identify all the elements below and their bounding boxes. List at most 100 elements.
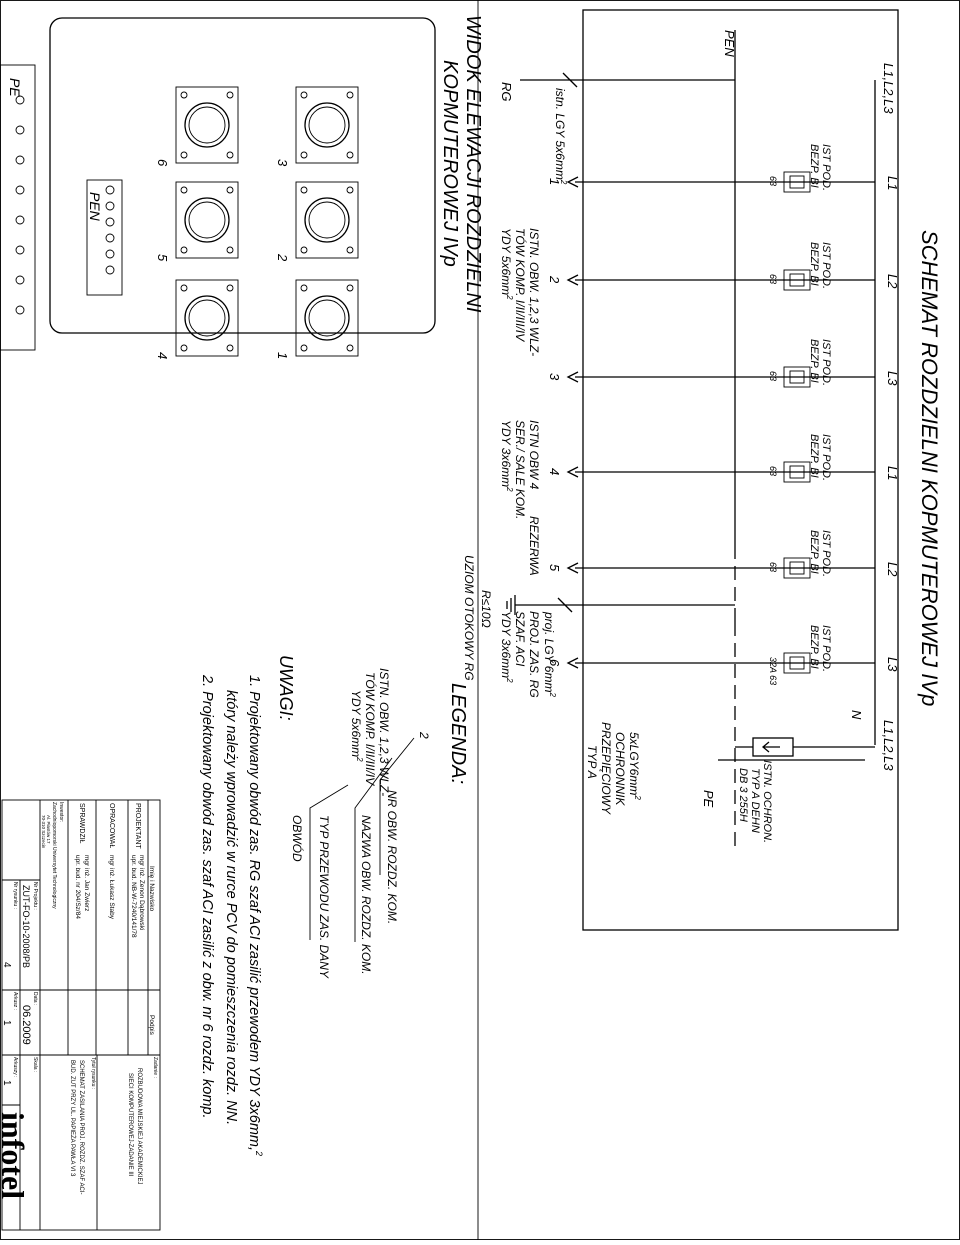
breaker-label-1: IST POD.: [820, 530, 832, 577]
tb-inwestor-addr-2: 70-310 Szczecin: [41, 815, 46, 849]
legend-typ-1: TYP PRZEWODU ZAS. DANY: [317, 815, 331, 979]
tb-project-no-label: Nr Projektu :: [32, 882, 38, 910]
pen-terminals: [105, 185, 115, 275]
rotated-drawing: SCHEMAT ROZDZIELNI KOPMUTEROWEJ IVp L1,L…: [0, 9, 942, 1231]
tb-opracowal-name: mgr inż. Łukasz Staby: [108, 855, 115, 920]
spd-label-1: 5xLGY6mm2: [627, 732, 642, 800]
breaker-label-1: IST POD.: [820, 625, 832, 672]
tb-sprawdzil-name-2: upr. bud. nr 204/Sz/84: [74, 855, 81, 919]
circuit-name-line: ISTN. OBW. 1,2,3 WLZ-: [527, 228, 541, 356]
pen-label: PEN: [722, 30, 737, 57]
tb-zadanie-label: Zadanie :: [152, 1057, 158, 1078]
circuit-number: 1: [547, 178, 562, 185]
socket-outlet-inner: [188, 201, 226, 239]
screw-icon: [300, 151, 308, 159]
terminal-icon: [15, 155, 25, 165]
fuse-element: [789, 175, 805, 189]
breaker-label-1: IST POD.: [820, 339, 832, 386]
breaker-symbol: [783, 652, 811, 674]
infotel-logo: infotel: [0, 1112, 31, 1199]
breaker-label-2: BEZP. BI: [808, 530, 820, 574]
circuit-name-line: ISTN OBW 4: [527, 420, 541, 490]
surge-label-1: ISTN. OCHRON.: [761, 760, 773, 843]
socket-number: 1: [275, 352, 290, 359]
tb-sprawdzil: SPRAWDZIŁ: [78, 803, 85, 844]
terminal-icon: [15, 275, 25, 285]
tb-sprawdzil-name-1: mgr inż. Jan Zwierz: [83, 855, 90, 911]
tb-skala-label: Skala :: [32, 1057, 38, 1072]
breaker-label-1: IST POD.: [820, 242, 832, 289]
circuit-phase: L1: [885, 466, 900, 480]
legend-nazwa: NAZWA OBW. ROZDZ. KOM.: [359, 815, 373, 975]
breaker-rating: 63: [768, 176, 778, 186]
socket-plate: [295, 279, 359, 357]
breaker-label-1: IST POD.: [820, 144, 832, 191]
socket-outlet: [304, 295, 350, 341]
breaker-label-2: BEZP. BI: [808, 242, 820, 286]
socket-outlet-inner: [308, 299, 346, 337]
circuit-name-line: SER./ SALE KOM.: [513, 420, 527, 519]
legend-example-1: ISTN. OBW. 1,2,3 WLZ-: [377, 668, 391, 796]
screw-icon: [346, 151, 354, 159]
tb-arkuszy: 1: [1, 1080, 12, 1086]
bus-n-label: N: [849, 710, 864, 720]
terminal-icon: [15, 305, 25, 315]
tb-projektant: PROJEKTANT: [134, 803, 141, 849]
tb-project-no: ZUT-FO-10-2008/PB: [21, 885, 31, 968]
pe-terminal-strip: [0, 64, 36, 351]
socket-outlet-inner: [308, 106, 346, 144]
socket-number: 5: [155, 254, 170, 262]
terminal-icon: [105, 265, 115, 275]
outgoing-arrow-icon: [566, 562, 579, 574]
legend-example-no: 2: [417, 731, 431, 739]
legend-leader-3: [309, 784, 349, 940]
tb-col-name: Imię i Nazwisko: [148, 866, 155, 912]
screw-icon: [226, 344, 234, 352]
circuit-name-line: YDY 3x6mm2: [499, 420, 514, 492]
circuit-name-line: REZERWA: [527, 516, 541, 576]
terminal-icon: [15, 185, 25, 195]
screw-icon: [300, 186, 308, 194]
circuit-phase: L3: [885, 657, 900, 672]
spd-label-3: PRZEPIĘCIOWY: [599, 722, 613, 815]
screw-icon: [346, 186, 354, 194]
tb-tytul-2: BUD. ZUT PRZY UL. PAPIEŻA PAWŁA VI 3: [69, 1060, 76, 1177]
circuit-phase: L2: [885, 562, 900, 577]
surge-label-3: DB 3 255H: [737, 768, 749, 822]
terminal-icon: [15, 245, 25, 255]
breaker-rating: 63: [768, 274, 778, 284]
breaker-label-2: BEZP. BI: [808, 339, 820, 383]
socket-outlet: [184, 295, 230, 341]
socket-number: 6: [155, 159, 170, 167]
bus-feed-right: L1,L2,L3: [881, 720, 896, 771]
circuit-number: 5: [547, 564, 562, 572]
elevation-title-1: WIDOK ELEWACJI ROZDZIELNI: [462, 15, 484, 313]
tb-arkusz-label: Arkusz :: [12, 992, 18, 1010]
socket-plate: [175, 279, 239, 357]
screw-icon: [226, 151, 234, 159]
legend-leader-2: [354, 757, 393, 942]
screw-icon: [300, 91, 308, 99]
socket-plate: [295, 86, 359, 164]
circuit-name-line: TÓW KOMP. I/II/III/IV: [513, 228, 528, 342]
spd-label-2: OCHRONNIK: [613, 732, 627, 806]
tb-projektant-name-1: mgr inż. Zenon Dąbrowski: [138, 855, 145, 931]
tb-opracowal: OPRACOWAŁ: [108, 803, 115, 848]
tb-zadanie-1: ROZBUDOWA MIEJSKIEJ AKADEMICKIEJ: [136, 1068, 142, 1184]
breaker-symbol: [783, 557, 811, 579]
circuit-number: 2: [547, 275, 562, 284]
note-1a: 1. Projektowany obwód zas. RG szaf ACI z…: [246, 675, 264, 1156]
note-1b: który należy wprowadzić w rurce PCV do p…: [223, 690, 239, 1125]
socket-outlet-inner: [308, 201, 346, 239]
terminal-icon: [15, 95, 25, 105]
socket-number: 4: [155, 352, 170, 359]
tb-tytul-1: SCHEMAT ZASILANIA PROJ. ROZDZ. SZAF ACI-: [78, 1060, 84, 1194]
surge-arrow-icon: [761, 741, 780, 753]
socket-plate: [175, 181, 239, 259]
tb-rysunek-label: Nr rysunku :: [12, 882, 18, 909]
screw-icon: [226, 186, 234, 194]
screw-icon: [300, 344, 308, 352]
screw-icon: [180, 91, 188, 99]
